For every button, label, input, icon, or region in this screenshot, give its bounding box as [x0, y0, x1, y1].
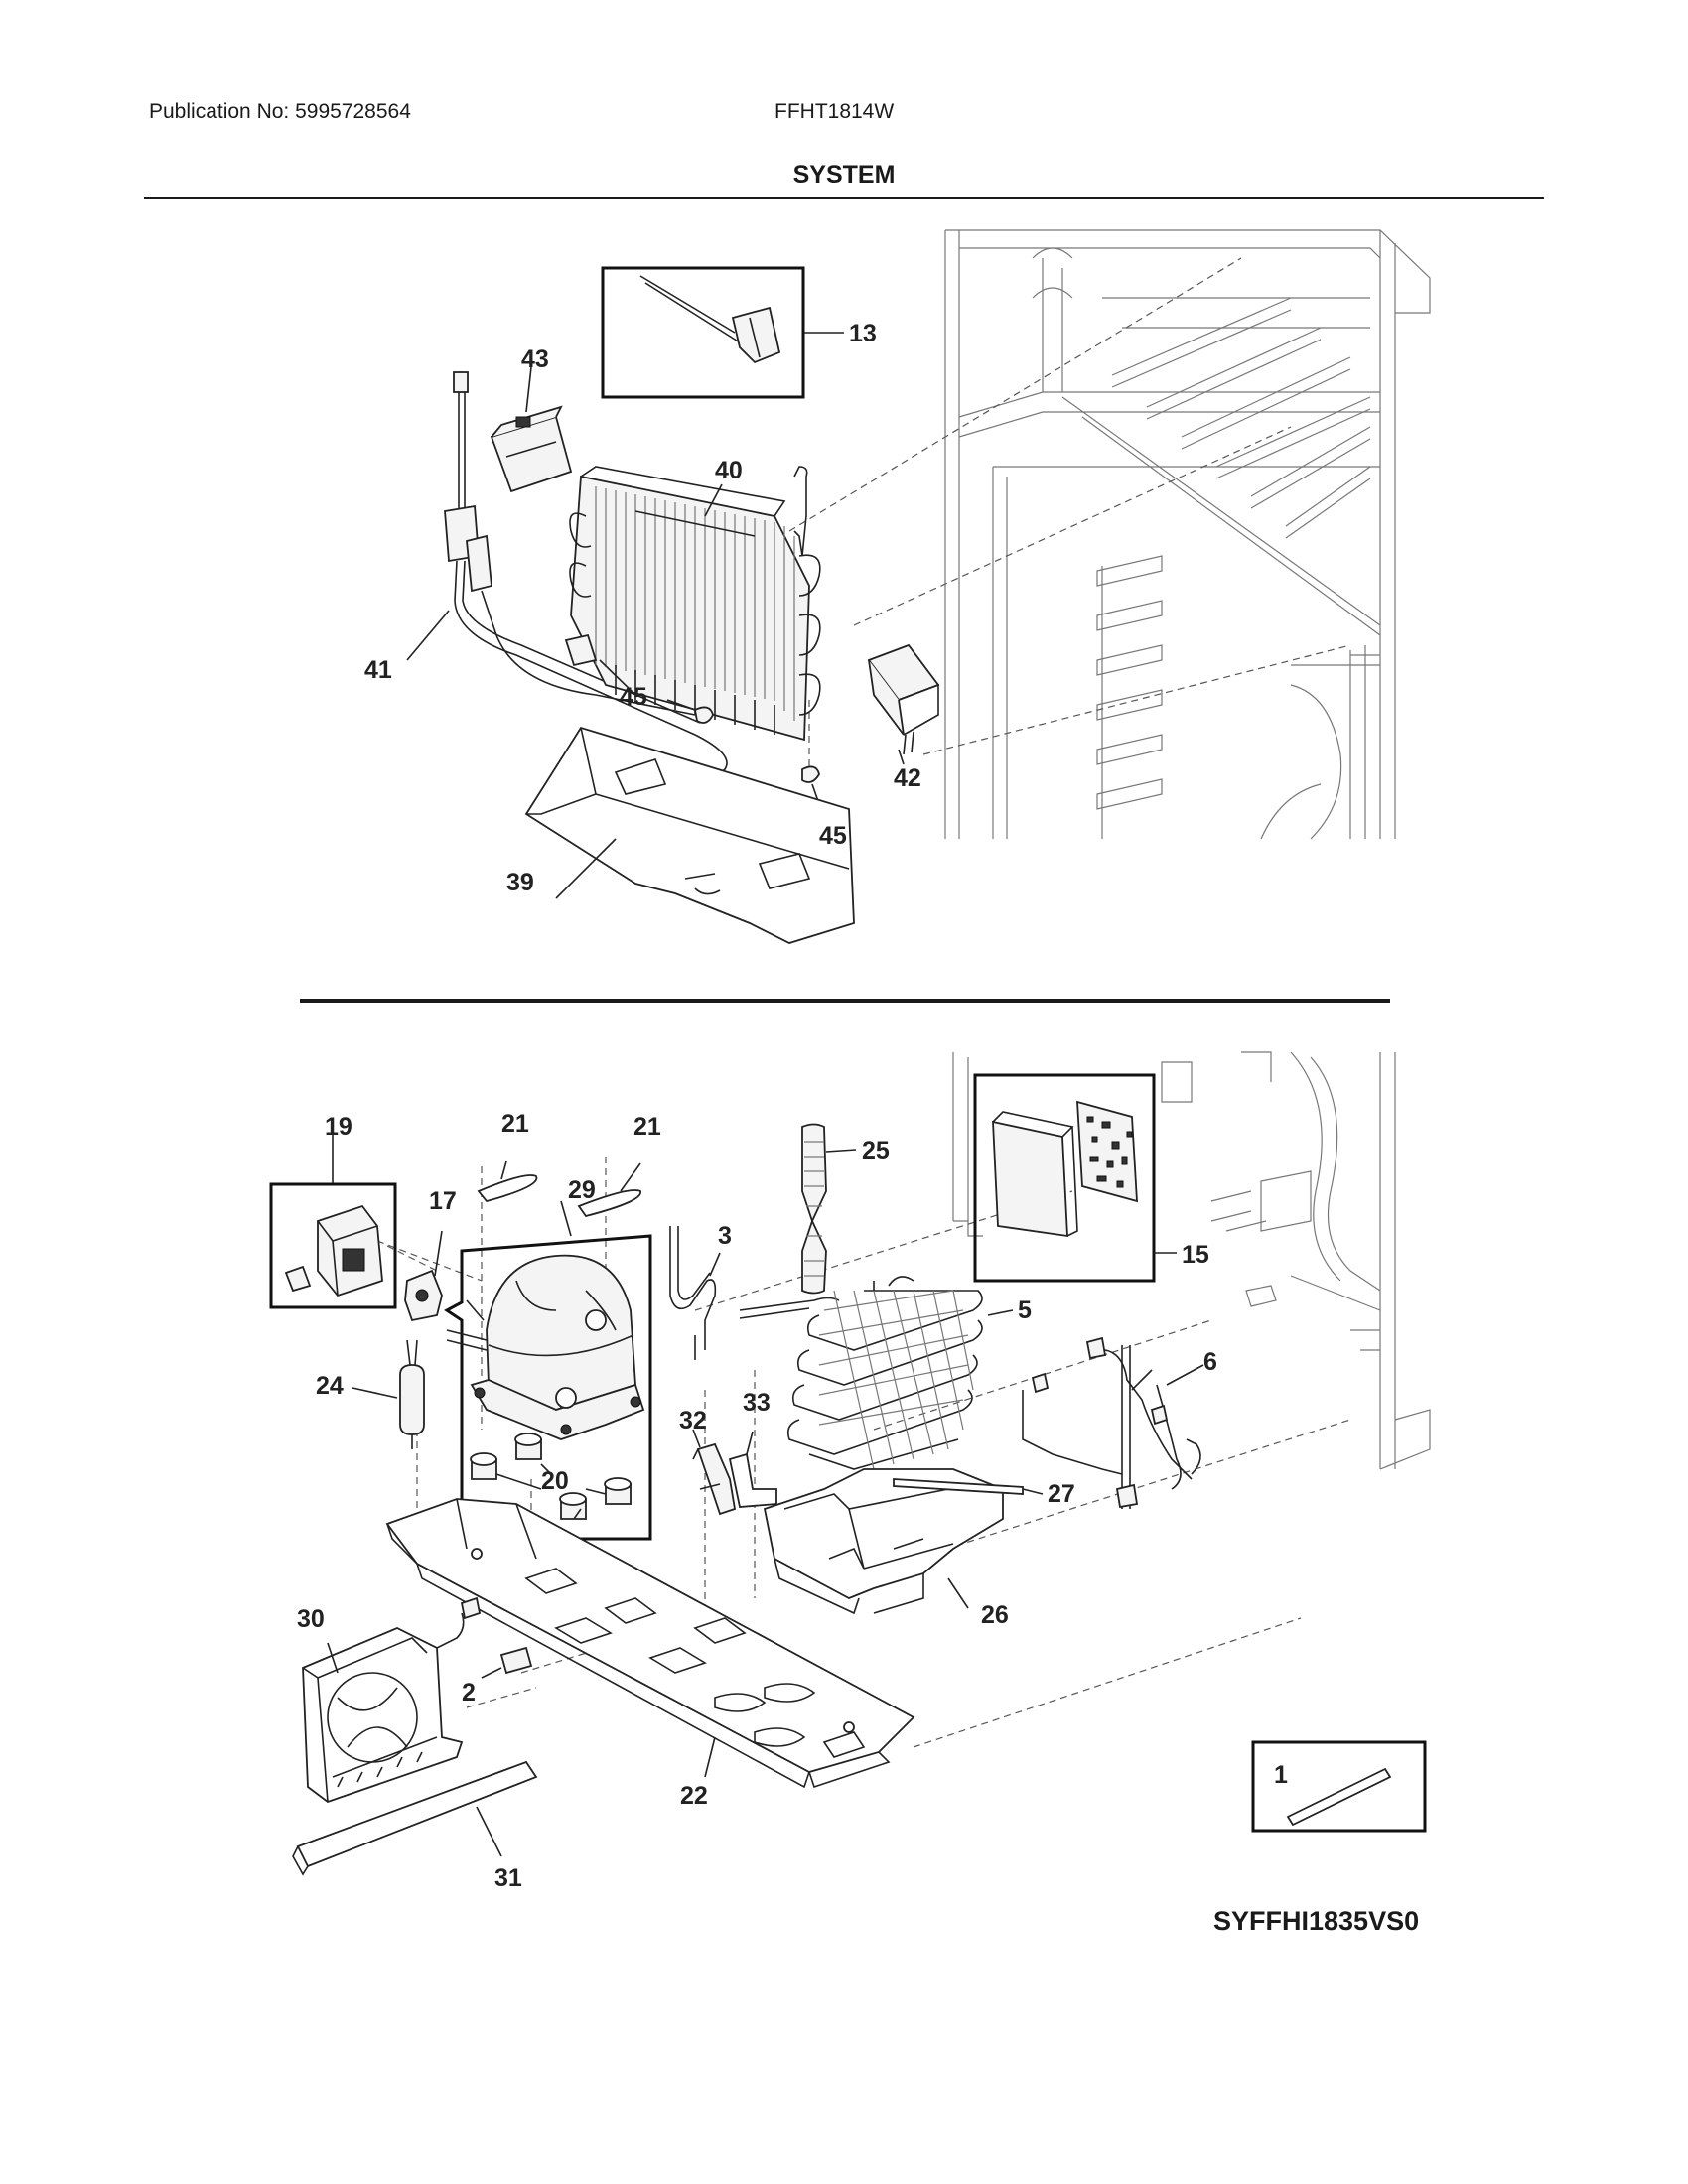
callout-41: 41 [364, 656, 392, 684]
part-25-tube [801, 1123, 857, 1295]
part-27-bar [893, 1478, 1044, 1495]
model-number: FFHT1814W [774, 100, 895, 123]
part-26-drain-pan [763, 1468, 1004, 1615]
diagram-code: SYFFHI1835VS0 [1213, 1906, 1420, 1936]
callout-29: 29 [568, 1176, 596, 1204]
callout-26: 26 [981, 1601, 1009, 1629]
part-20-grommets [470, 1433, 632, 1520]
callout-22: 22 [680, 1782, 708, 1810]
callout-42: 42 [894, 764, 921, 792]
part-32-33-brackets [692, 1429, 777, 1516]
callout-21b: 21 [633, 1113, 661, 1141]
callout-31: 31 [494, 1864, 522, 1892]
inset-box-15-control-board [973, 1073, 1177, 1283]
part-31-strip [292, 1760, 538, 1876]
part-6-harness [1022, 1336, 1204, 1509]
callout-13: 13 [849, 320, 877, 347]
part-45-clips [564, 633, 820, 805]
callout-3: 3 [718, 1222, 732, 1250]
part-2-clip [481, 1646, 533, 1679]
callout-19: 19 [325, 1113, 352, 1141]
callout-43: 43 [521, 345, 549, 373]
inset-box-29-compressor [444, 1200, 652, 1541]
callout-39: 39 [506, 869, 534, 896]
callout-17: 17 [429, 1187, 457, 1215]
callout-20: 20 [541, 1467, 569, 1495]
callout-21a: 21 [501, 1110, 529, 1138]
callout-32: 32 [679, 1407, 707, 1434]
callout-27: 27 [1048, 1480, 1075, 1508]
header-rule [144, 197, 1544, 199]
callout-15: 15 [1182, 1241, 1209, 1269]
callout-33: 33 [743, 1389, 771, 1417]
part-22-base-plate [385, 1498, 915, 1789]
part-40-evaporator [569, 466, 821, 742]
part-17-overload [404, 1230, 443, 1322]
cabinet-back-background [952, 1051, 1431, 1470]
callout-5: 5 [1018, 1297, 1032, 1324]
part-30-fan-shroud [302, 1596, 482, 1804]
part-5-condenser [739, 1276, 1014, 1470]
part-42-terminal-block [867, 643, 940, 755]
callout-25: 25 [862, 1137, 890, 1164]
inset-box-19-relay [269, 1182, 397, 1309]
callout-24: 24 [316, 1372, 344, 1400]
callout-40: 40 [715, 457, 743, 484]
part-39-cover [524, 726, 855, 944]
inset-box-13 [601, 266, 805, 399]
section-divider [300, 999, 1390, 1003]
callout-45b: 45 [819, 822, 847, 850]
callout-30: 30 [297, 1605, 325, 1633]
part-3-tubing [669, 1226, 721, 1360]
callout-45a: 45 [620, 683, 647, 711]
callout-2: 2 [462, 1679, 476, 1706]
section-title: SYSTEM [792, 161, 896, 189]
publication-number: Publication No: 5995728564 [149, 100, 411, 123]
part-41-harness [406, 371, 728, 774]
cabinet-freezer-background [944, 229, 1431, 840]
callout-6: 6 [1203, 1348, 1217, 1376]
part-24-drier [352, 1339, 425, 1449]
callout-1: 1 [1274, 1761, 1288, 1789]
inset-box-1-tube [1251, 1740, 1427, 1833]
part-21-clips [477, 1160, 641, 1218]
part-43-timer [490, 405, 573, 493]
